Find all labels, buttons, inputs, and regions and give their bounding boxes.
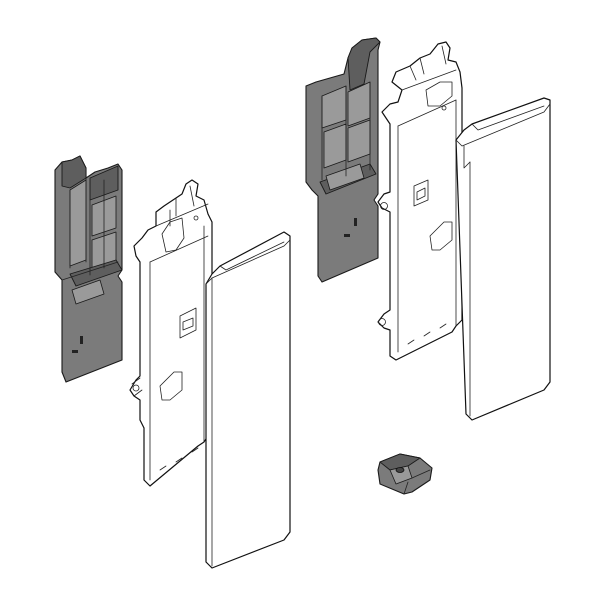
left-front-cover-panel bbox=[205, 231, 291, 569]
right-metal-adapter-plate bbox=[377, 41, 463, 361]
right-grey-bracket bbox=[305, 37, 381, 283]
left-assembly bbox=[54, 155, 291, 569]
left-metal-adapter-plate bbox=[129, 179, 213, 487]
left-grey-bracket bbox=[54, 155, 123, 383]
right-front-cover-panel bbox=[455, 97, 551, 421]
right-assembly bbox=[305, 37, 551, 421]
small-clip bbox=[377, 453, 433, 495]
